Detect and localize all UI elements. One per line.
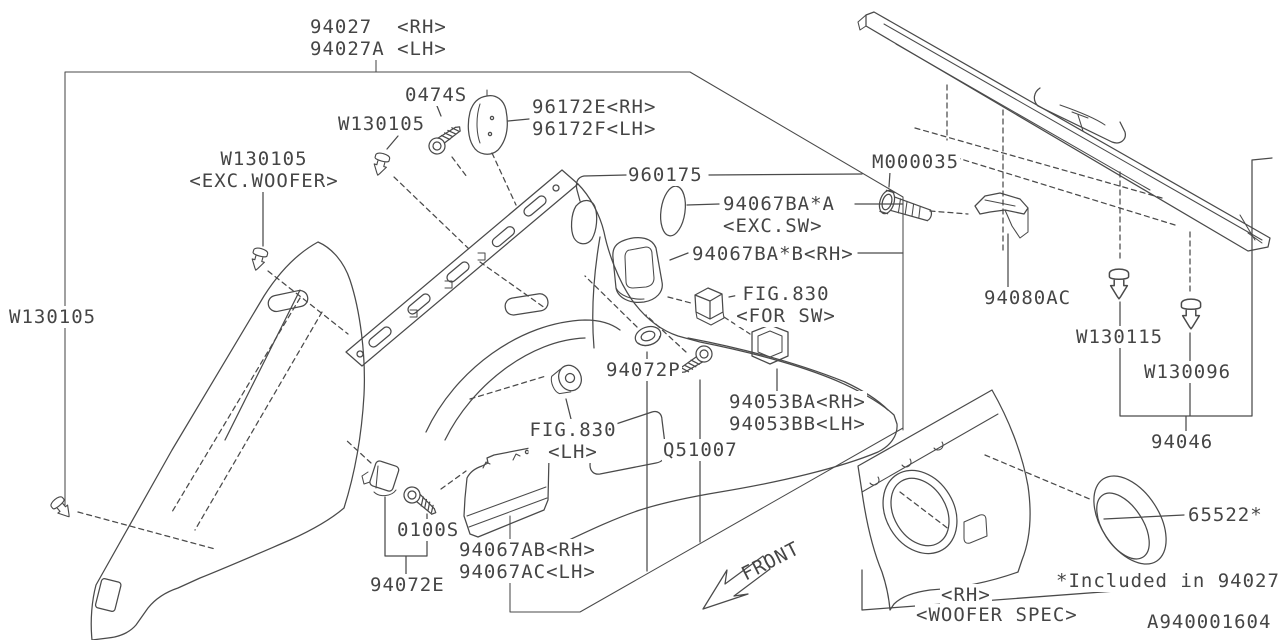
label-W130105-top: W130105 <box>337 113 427 135</box>
label-94080AC: 94080AC <box>983 287 1073 309</box>
label-96172: 96172E<RH> 96172F<LH> <box>531 96 658 140</box>
label-0100S: 0100S <box>396 519 461 541</box>
woofer-panel-drawing <box>857 389 1031 611</box>
label-0474S: 0474S <box>404 84 469 106</box>
label-included-note: *Included in 94027 <box>1055 570 1280 592</box>
label-W130096: W130096 <box>1143 361 1233 383</box>
label-65522: 65522* <box>1187 504 1264 526</box>
hidden-dashed-lines <box>77 84 1191 550</box>
label-94072P: 94072P <box>605 359 682 381</box>
label-FIG830-for-sw: FIG.830 <FOR SW> <box>735 283 837 327</box>
label-94053: 94053BA<RH> 94053BB<LH> <box>728 391 867 435</box>
bezel-94067BAB-drawing <box>612 237 663 304</box>
label-W130105-left: W130105 <box>8 306 98 328</box>
trim-panel-drawing <box>90 169 898 640</box>
label-94067AB: 94067AB<RH> 94067AC<LH> <box>458 539 597 583</box>
speaker-grille-ring-drawing <box>1093 475 1167 565</box>
bolt-icon <box>878 189 933 222</box>
label-W130105-exc-woofer: W130105 <EXC.WOOFER> <box>188 148 340 192</box>
main-callout-bracket <box>64 57 904 613</box>
clip-94072E-drawing <box>361 460 400 497</box>
front-arrow-icon <box>702 555 771 610</box>
plug-fig830-lh-drawing <box>550 364 582 395</box>
label-diagram-id: A940001604 <box>1146 611 1273 633</box>
cover-960175-drawing <box>570 185 687 245</box>
label-94046: 94046 <box>1150 431 1215 453</box>
label-rh: <RH> <box>940 584 992 606</box>
label-94067BA-B: 94067BA*B<RH> <box>691 243 855 265</box>
label-woofer-spec: <WOOFER SPEC> <box>915 604 1079 626</box>
label-94027: 94027 <RH> 94027A <LH> <box>309 16 448 60</box>
label-94067BA-A: 94067BA*A <EXC.SW> <box>722 193 836 237</box>
grip-96172-drawing <box>467 89 508 155</box>
switch-for-sw-drawing <box>694 287 725 326</box>
upper-rail-garnish-drawing <box>857 11 1271 252</box>
label-M000035: M000035 <box>871 151 961 173</box>
bracket-94080AC-drawing <box>974 192 1029 239</box>
label-94072E: 94072E <box>369 574 446 596</box>
label-W130115: W130115 <box>1075 326 1165 348</box>
label-Q51007: Q51007 <box>662 439 739 461</box>
cover-94067AB-drawing <box>463 447 550 538</box>
label-960175: 960175 <box>627 164 704 186</box>
grommet-94072P-drawing <box>634 325 662 347</box>
label-FIG830-lh: FIG.830 <LH> <box>528 419 618 463</box>
